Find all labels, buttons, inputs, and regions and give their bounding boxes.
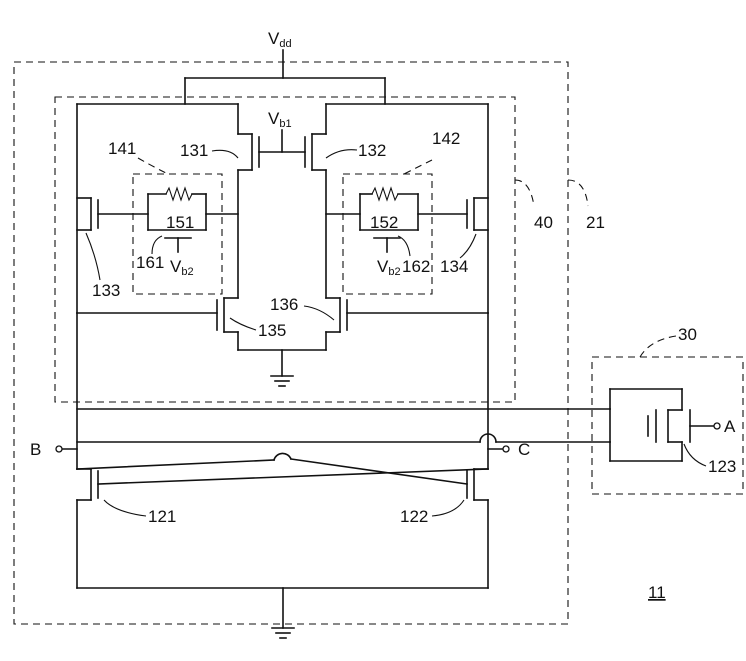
block-40-outline: [54, 96, 516, 403]
leader-134: [459, 233, 477, 259]
label-131: 131: [180, 141, 208, 160]
terminal-a-label: A: [724, 417, 736, 436]
ground-icon-inner: [270, 375, 294, 387]
label-142: 142: [432, 129, 460, 148]
resistor-network-151: [147, 186, 239, 253]
label-132: 132: [358, 141, 386, 160]
leader-141: [137, 157, 169, 175]
leader-122: [431, 499, 465, 517]
supply-wire: [184, 49, 386, 105]
leader-161: [151, 235, 163, 255]
tail-ground-wire: [237, 331, 327, 377]
block-30-outline: [591, 356, 744, 495]
label-151: 151: [166, 213, 194, 232]
block-141-outline: [132, 173, 223, 295]
vb1-label: Vb1: [268, 109, 292, 130]
terminal-c-wire: [487, 445, 510, 453]
vb2-label-left: Vb2: [170, 257, 194, 278]
transistor-132: [304, 103, 327, 299]
transistor-135: [76, 297, 239, 333]
vb2-label-right: Vb2: [377, 257, 401, 278]
transistor-131: [237, 103, 260, 299]
transistor-136: [325, 297, 489, 333]
label-122: 122: [400, 507, 428, 526]
label-152: 152: [370, 213, 398, 232]
leader-142: [403, 159, 433, 175]
label-121: 121: [148, 507, 176, 526]
label-30: 30: [678, 325, 697, 344]
transistor-123: [609, 388, 721, 462]
leader-133: [85, 232, 101, 281]
top-rails: [76, 103, 489, 314]
leader-123: [683, 443, 707, 467]
transistor-133: [76, 197, 149, 231]
leader-21: [567, 179, 589, 207]
leader-132: [325, 149, 358, 159]
leader-131: [211, 149, 239, 159]
label-123: 123: [708, 457, 736, 476]
leader-162: [397, 235, 411, 257]
leader-135: [229, 317, 257, 331]
terminal-b-wire: [55, 445, 78, 453]
vb1-gate-wire: [258, 129, 306, 153]
leader-40: [514, 179, 535, 207]
cross-coupled-wires: [76, 452, 489, 485]
label-135: 135: [258, 321, 286, 340]
ground-icon-outer: [271, 627, 295, 639]
transistor-134: [417, 197, 489, 231]
label-136: 136: [270, 295, 298, 314]
resistor-network-152: [325, 186, 419, 253]
label-161: 161: [136, 253, 164, 272]
label-133: 133: [92, 281, 120, 300]
figure-ref-11: 11: [648, 583, 666, 602]
leader-30: [639, 335, 677, 358]
transistor-121: [76, 468, 99, 501]
terminal-c-label: C: [518, 440, 530, 459]
label-162: 162: [402, 257, 430, 276]
label-141: 141: [108, 139, 136, 158]
label-40: 40: [534, 213, 553, 232]
label-21: 21: [586, 213, 605, 232]
lower-rails: [76, 312, 611, 629]
block-21-outline: [13, 61, 569, 625]
leader-136: [303, 305, 335, 321]
block-142-outline: [342, 173, 433, 295]
vdd-label: Vdd: [268, 29, 292, 50]
transistor-122: [466, 468, 489, 501]
leader-121: [103, 499, 147, 517]
label-134: 134: [440, 257, 468, 276]
terminal-b-label: B: [30, 440, 41, 459]
